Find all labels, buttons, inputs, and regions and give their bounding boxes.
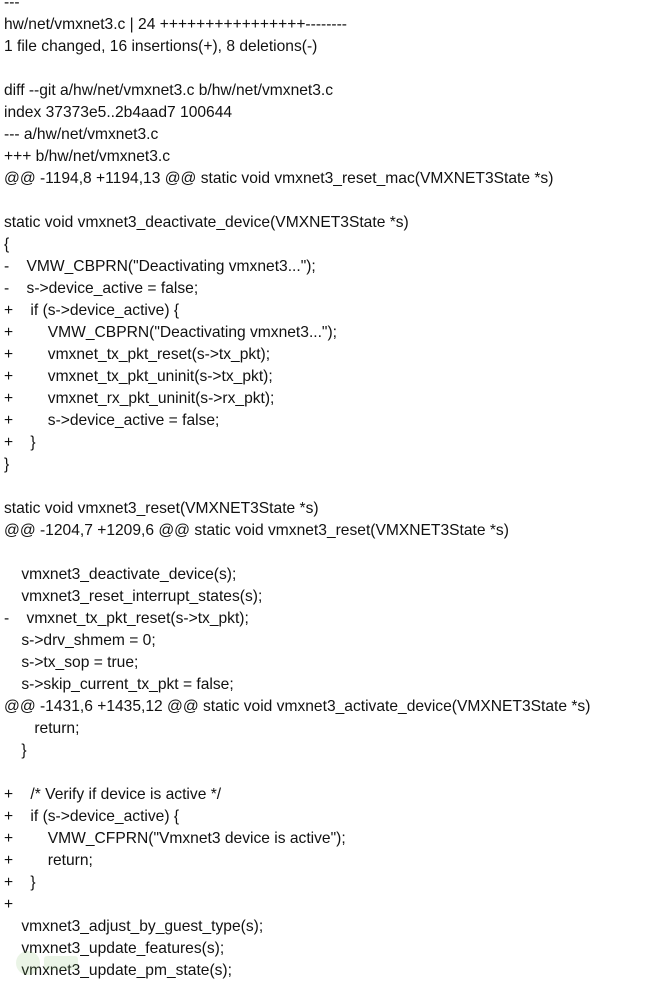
diff-line: s->drv_shmem = 0; [4,632,156,649]
diff-line: s->tx_sop = true; [4,654,139,671]
diff-line: --- [4,0,20,11]
diff-line: return; [4,720,80,737]
diff-line: static void vmxnet3_deactivate_device(VM… [4,214,409,231]
diff-line: @@ -1194,8 +1194,13 @@ static void vmxne… [4,170,554,187]
diff-line [4,190,664,212]
diff-line: --- a/hw/net/vmxnet3.c [4,126,159,143]
diff-line: index 37373e5..2b4aad7 100644 [4,104,233,121]
diff-line: static void vmxnet3_reset(VMXNET3State *… [4,500,319,517]
diff-line: diff --git a/hw/net/vmxnet3.c b/hw/net/v… [4,82,334,99]
diff-line: + vmxnet_tx_pkt_uninit(s->tx_pkt); [4,368,273,385]
diff-line: hw/net/vmxnet3.c | 24 ++++++++++++++++--… [4,16,347,33]
diff-line: + return; [4,852,93,869]
diff-line: + s->device_active = false; [4,412,220,429]
diff-line: 1 file changed, 16 insertions(+), 8 dele… [4,38,318,55]
diff-line: + vmxnet_tx_pkt_reset(s->tx_pkt); [4,346,271,363]
diff-line: - s->device_active = false; [4,280,199,297]
watermark-logo-icon [16,951,78,975]
diff-line: - vmxnet_tx_pkt_reset(s->tx_pkt); [4,610,249,627]
diff-line: + /* Verify if device is active */ [4,786,222,803]
diff-line [4,542,664,564]
diff-line: @@ -1431,6 +1435,12 @@ static void vmxne… [4,698,591,715]
diff-document: --- hw/net/vmxnet3.c | 24 ++++++++++++++… [4,0,664,982]
diff-line: vmxnet3_update_pm_state(s); [4,962,232,979]
diff-line: + vmxnet_rx_pkt_uninit(s->rx_pkt); [4,390,275,407]
diff-line [4,58,664,80]
watermark-logo [12,946,82,980]
diff-line: } [4,742,27,759]
diff-line: - VMW_CBPRN("Deactivating vmxnet3..."); [4,258,316,275]
diff-line: vmxnet3_adjust_by_guest_type(s); [4,918,264,935]
diff-line [4,476,664,498]
diff-line: vmxnet3_update_features(s); [4,940,225,957]
diff-line: s->skip_current_tx_pkt = false; [4,676,234,693]
diff-line: + VMW_CBPRN("Deactivating vmxnet3..."); [4,324,337,341]
diff-line: + } [4,874,36,891]
diff-line: + if (s->device_active) { [4,302,180,319]
diff-line: } [4,456,10,473]
diff-line: + if (s->device_active) { [4,808,180,825]
diff-line: +++ b/hw/net/vmxnet3.c [4,148,170,165]
diff-line: vmxnet3_deactivate_device(s); [4,566,237,583]
diff-line: + } [4,434,36,451]
diff-line: vmxnet3_reset_interrupt_states(s); [4,588,263,605]
diff-line: + [4,896,14,913]
diff-line [4,762,664,784]
diff-line: { [4,236,10,253]
diff-line: @@ -1204,7 +1209,6 @@ static void vmxnet… [4,522,509,539]
diff-line: + VMW_CFPRN("Vmxnet3 device is active"); [4,830,346,847]
